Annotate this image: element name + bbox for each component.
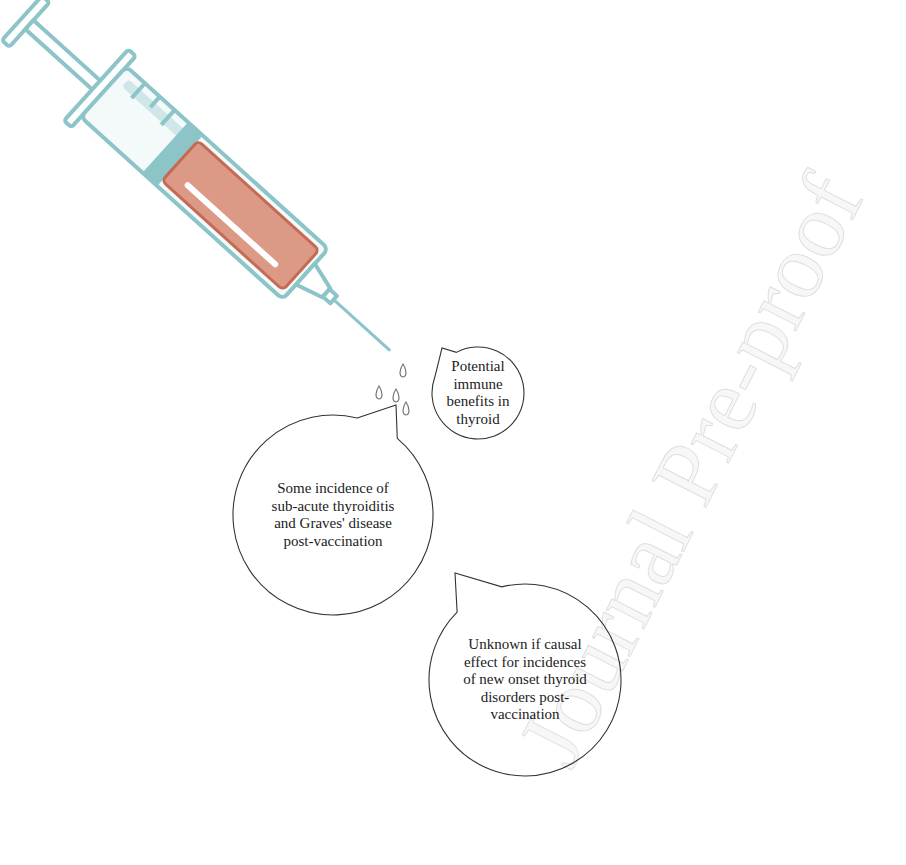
drop bbox=[393, 389, 399, 402]
drop bbox=[400, 364, 406, 377]
syringe-symbol bbox=[0, 0, 421, 385]
speech-bubble: Some incidence of sub-acute thyroiditis … bbox=[233, 415, 433, 615]
bubble-shape bbox=[432, 347, 524, 439]
needle bbox=[334, 300, 390, 350]
plunger-rod bbox=[25, 20, 101, 91]
speech-bubble: Unknown if causal effect for incidences … bbox=[429, 584, 621, 776]
syringe-barrel bbox=[81, 67, 328, 300]
drop bbox=[376, 386, 382, 399]
bubble-shape bbox=[429, 573, 621, 776]
tick-mark bbox=[132, 83, 145, 98]
barrel-highlight bbox=[122, 79, 188, 140]
tick-mark bbox=[161, 110, 174, 125]
liquid-highlight bbox=[183, 181, 279, 269]
liquid-fill bbox=[162, 141, 319, 290]
bubble-text: Potential immune benefits in thyroid bbox=[441, 358, 515, 428]
drop bbox=[403, 402, 409, 415]
tick-mark bbox=[150, 97, 159, 107]
bubble-text: Some incidence of sub-acute thyroiditis … bbox=[263, 480, 403, 550]
bubble-shape bbox=[233, 405, 433, 615]
speech-bubble: Potential immune benefits in thyroid bbox=[432, 347, 524, 439]
watermark: Journal Pre-proof bbox=[496, 158, 884, 782]
bubble-text: Unknown if causal effect for incidences … bbox=[460, 636, 590, 724]
